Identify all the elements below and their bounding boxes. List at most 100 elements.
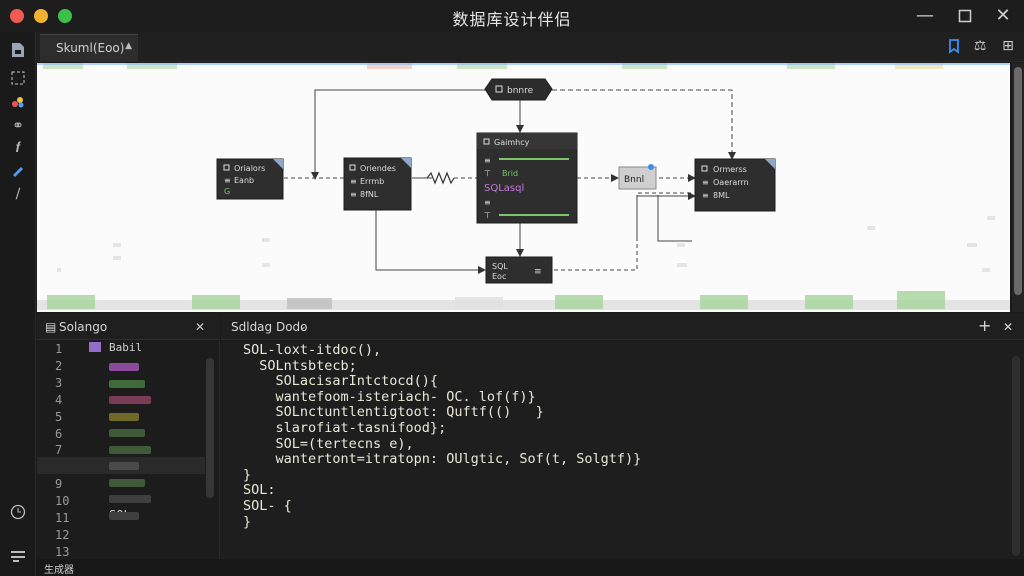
select-icon[interactable] <box>8 68 28 88</box>
tree-item[interactable] <box>109 396 151 404</box>
pen-icon[interactable] <box>8 160 28 180</box>
zoom-window-dot[interactable] <box>58 9 72 23</box>
canvas-scrollbar[interactable] <box>1012 63 1024 312</box>
node-center[interactable]: Gaimhcy ≡ ⊤ Brid SQLasql ≡ ⊤ <box>476 132 578 224</box>
tree-item[interactable] <box>109 363 139 371</box>
explorer-scrollbar[interactable] <box>206 358 214 498</box>
explorer-header: ▤ Solango ✕ <box>37 314 220 340</box>
minimize-window-dot[interactable] <box>34 9 48 23</box>
node-small-label: Bnnl <box>624 175 644 185</box>
diagram-svg: bnnre Orialors ≡ Eanb G Oriendes ≡ Errmb… <box>37 63 1010 310</box>
node-bottom-row: SQL <box>492 262 508 271</box>
clock-icon[interactable] <box>8 502 28 522</box>
diagram-canvas[interactable]: bnnre Orialors ≡ Eanb G Oriendes ≡ Errmb… <box>37 63 1010 312</box>
line-tool-icon[interactable]: ∕ <box>15 186 21 202</box>
grid-icon[interactable]: ⊞ <box>1002 38 1014 54</box>
svg-text:≡: ≡ <box>350 177 357 186</box>
link-icon[interactable]: ⚭ <box>12 118 24 134</box>
explorer-title: Solango <box>59 320 108 334</box>
node-left[interactable]: Orialors ≡ Eanb G <box>216 158 284 200</box>
line-number: 5 <box>55 409 63 424</box>
tool-icon[interactable]: 𝒇 <box>15 140 21 156</box>
node-small[interactable]: Bnnl <box>618 164 657 190</box>
code-line: SOL- { <box>243 498 292 514</box>
add-icon[interactable]: + <box>978 316 992 335</box>
svg-text:≡: ≡ <box>702 178 709 187</box>
svg-text:⊤: ⊤ <box>484 211 491 220</box>
svg-text:≡: ≡ <box>484 198 491 207</box>
tree-item[interactable] <box>109 478 145 487</box>
node-center-row: Brid <box>502 169 518 178</box>
bookmark-icon[interactable] <box>944 38 964 58</box>
tree-item[interactable] <box>109 445 151 454</box>
editor-scrollbar[interactable] <box>1012 356 1020 556</box>
status-text: 生成器 <box>44 565 74 576</box>
close-window-dot[interactable] <box>10 9 24 23</box>
node-mid[interactable]: Oriendes ≡ Errmb ≡ 8fNL <box>343 157 412 211</box>
tree-item-first[interactable]: Babil <box>109 341 143 354</box>
code-line: wantefoom-isteriach- OC. lof(f)} <box>243 388 536 405</box>
file-icon[interactable] <box>8 40 28 60</box>
node-right-row: Ormerss <box>713 165 747 174</box>
title-bar: 数据库设计伴侣 — ✕ <box>0 0 1024 32</box>
code-line: } <box>243 513 252 530</box>
layout-icon[interactable]: ⚖ <box>973 38 987 54</box>
svg-text:≡: ≡ <box>534 267 542 277</box>
maximize-icon[interactable] <box>952 4 978 28</box>
status-bar: 生成器 <box>36 559 1024 576</box>
palette-icon[interactable] <box>8 92 28 112</box>
canvas-scroll-thumb[interactable] <box>1014 67 1022 295</box>
line-number: 3 <box>55 375 63 390</box>
tree-item[interactable] <box>109 511 139 520</box>
minimize-icon[interactable]: — <box>916 5 934 26</box>
chevron-down-icon[interactable]: ⌄ <box>299 322 307 332</box>
code-line: SOLnctuntlentigtoot: Quftf(() } <box>243 404 544 421</box>
line-number: 7 <box>55 443 63 458</box>
tree-item[interactable] <box>109 462 139 470</box>
tree-folder-icon <box>89 342 101 352</box>
node-bottom[interactable]: SQL Eoc ≡ <box>485 256 553 284</box>
line-number: 6 <box>55 426 63 441</box>
line-number: 4 <box>55 392 63 407</box>
code-line: slarofiat-tasnifood}; <box>243 420 447 436</box>
node-left-row: Orialors <box>234 164 265 173</box>
node-top[interactable]: bnnre <box>484 78 553 101</box>
line-number: 13 <box>55 544 70 559</box>
node-mid-row: Errmb <box>360 177 384 186</box>
tab-strip: Skuml(Eoo) ▲ <box>36 32 1024 62</box>
line-number: 9 <box>55 477 63 492</box>
code-line: SOLntsbtecb; <box>243 357 357 374</box>
tree-item[interactable] <box>109 412 139 421</box>
svg-text:≡: ≡ <box>224 176 231 185</box>
tree-item[interactable] <box>109 495 151 503</box>
close-editor-icon[interactable]: ✕ <box>1003 320 1014 334</box>
tree-item[interactable] <box>109 429 145 437</box>
node-right[interactable]: Ormerss ≡ Oaerarrn ≡ 8ML <box>694 158 776 212</box>
node-bottom-row: Eoc <box>492 272 506 281</box>
editor-header: Sdldag Dodo ⌄ + ✕ <box>221 314 1024 340</box>
code-line: SOLacisarIntctocd(){ <box>243 373 439 390</box>
code-line: wantertont=itratopn: OUlgtic, Sof(t, Sol… <box>243 451 642 468</box>
close-explorer-icon[interactable]: ✕ <box>195 320 206 334</box>
svg-text:⊤: ⊤ <box>484 169 491 178</box>
bottom-strip <box>37 291 1010 310</box>
code-editor[interactable]: SOL-loxt-itdoc(), SOLntsbtecb; SOLacisar… <box>221 341 1024 559</box>
explorer-panel: 12345678910111213 Babil SOL <box>37 341 220 559</box>
tab-label: Skuml(Eoo) <box>56 41 125 55</box>
chevron-up-icon[interactable]: ▲ <box>125 41 132 51</box>
top-strip <box>37 63 1010 69</box>
line-number: 12 <box>55 527 70 542</box>
code-line: SOL-loxt-itdoc(), <box>243 342 382 358</box>
tab-diagram[interactable]: Skuml(Eoo) ▲ <box>40 34 138 61</box>
tree-item[interactable] <box>109 379 145 388</box>
editor-title[interactable]: Sdldag Dodo <box>231 320 308 334</box>
code-line: } <box>243 466 252 483</box>
svg-text:≡: ≡ <box>350 190 357 199</box>
settings-icon[interactable] <box>8 546 28 566</box>
node-right-row: 8ML <box>713 191 730 200</box>
line-number: 11 <box>55 511 70 525</box>
close-icon[interactable]: ✕ <box>995 5 1011 26</box>
node-mid-row: 8fNL <box>360 190 379 199</box>
app-title: 数据库设计伴侣 <box>452 10 572 29</box>
node-center-row: Gaimhcy <box>494 138 530 147</box>
